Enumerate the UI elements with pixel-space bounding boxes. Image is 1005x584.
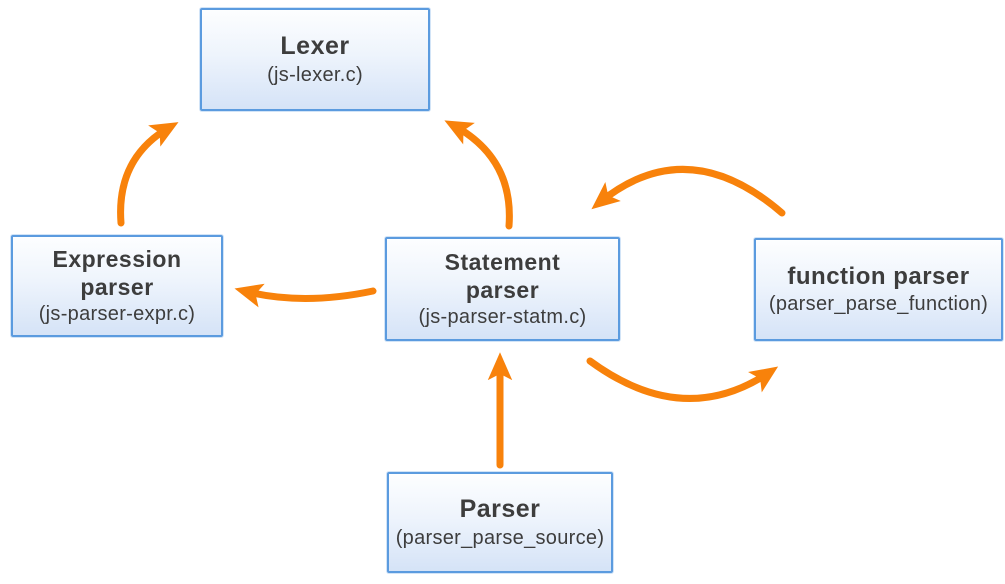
node-lexer-subtitle: (js-lexer.c) (267, 63, 363, 86)
node-expression-parser-title-line1: Expression (52, 245, 182, 272)
node-function-parser-subtitle: (parser_parse_function) (768, 293, 989, 316)
node-function-parser: function parser (parser_parse_function) (754, 238, 1003, 341)
arrow-statement-parser-to-expression-parser (234, 283, 377, 308)
node-parser: Parser (parser_parse_source) (387, 472, 613, 573)
arrow-statement-parser-to-function-parser (586, 357, 779, 402)
node-statement-parser-subtitle: (js-parser-statm.c) (418, 306, 587, 329)
node-statement-parser-title-line2: parser (465, 277, 540, 303)
node-lexer-title: Lexer (280, 32, 350, 61)
node-statement-parser-title-line1: Statement (444, 248, 561, 275)
node-function-parser-title: function parser (787, 262, 970, 290)
node-lexer: Lexer (js-lexer.c) (200, 8, 430, 111)
node-expression-parser-subtitle: (js-parser-expr.c) (38, 303, 196, 326)
arrow-expression-parser-to-lexer (117, 122, 179, 227)
arrow-statement-parser-to-lexer (444, 120, 513, 230)
node-parser-subtitle: (parser_parse_source) (395, 526, 605, 549)
node-parser-title: Parser (459, 495, 541, 524)
node-expression-parser: Expression parser (js-parser-expr.c) (11, 235, 223, 337)
node-statement-parser: Statement parser (js-parser-statm.c) (385, 237, 620, 341)
node-expression-parser-title-line2: parser (80, 274, 154, 300)
arrow-function-parser-to-statement-parser (591, 165, 786, 217)
